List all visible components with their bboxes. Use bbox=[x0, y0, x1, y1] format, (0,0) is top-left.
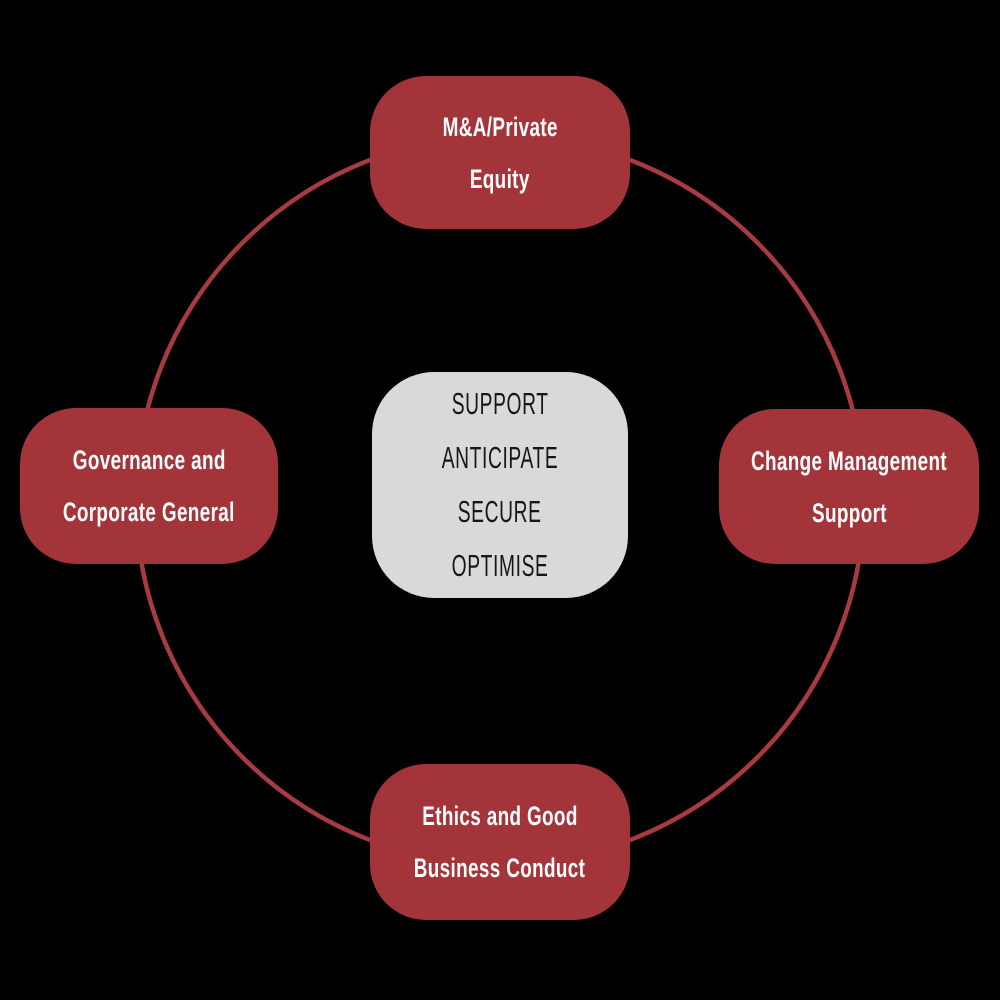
node-label-line: Equity bbox=[470, 163, 530, 194]
node-label-line: Change Management bbox=[750, 445, 948, 476]
node-ma-private-equity: M&A/Private Equity bbox=[370, 76, 630, 229]
node-label-line: Governance and bbox=[72, 445, 226, 475]
node-change-management-support: Change Management Support bbox=[719, 409, 979, 564]
center-value-line: ANTICIPATE bbox=[441, 440, 559, 475]
node-label-line: Corporate General bbox=[63, 497, 235, 527]
node-ethics-good-business-conduct: Ethics and Good Business Conduct bbox=[370, 764, 630, 920]
node-label-line: Ethics and Good bbox=[422, 801, 578, 831]
center-value-line: SECURE bbox=[458, 494, 542, 529]
node-label-line: M&A/Private bbox=[442, 111, 558, 142]
node-label-line: Support bbox=[811, 497, 887, 528]
center-value-line: SUPPORT bbox=[451, 386, 549, 421]
node-label-line: Business Conduct bbox=[414, 853, 586, 883]
node-governance-corporate-general: Governance and Corporate General bbox=[20, 408, 278, 564]
center-node-values: SUPPORT ANTICIPATE SECURE OPTIMISE bbox=[372, 372, 628, 598]
center-value-line: OPTIMISE bbox=[451, 548, 549, 583]
